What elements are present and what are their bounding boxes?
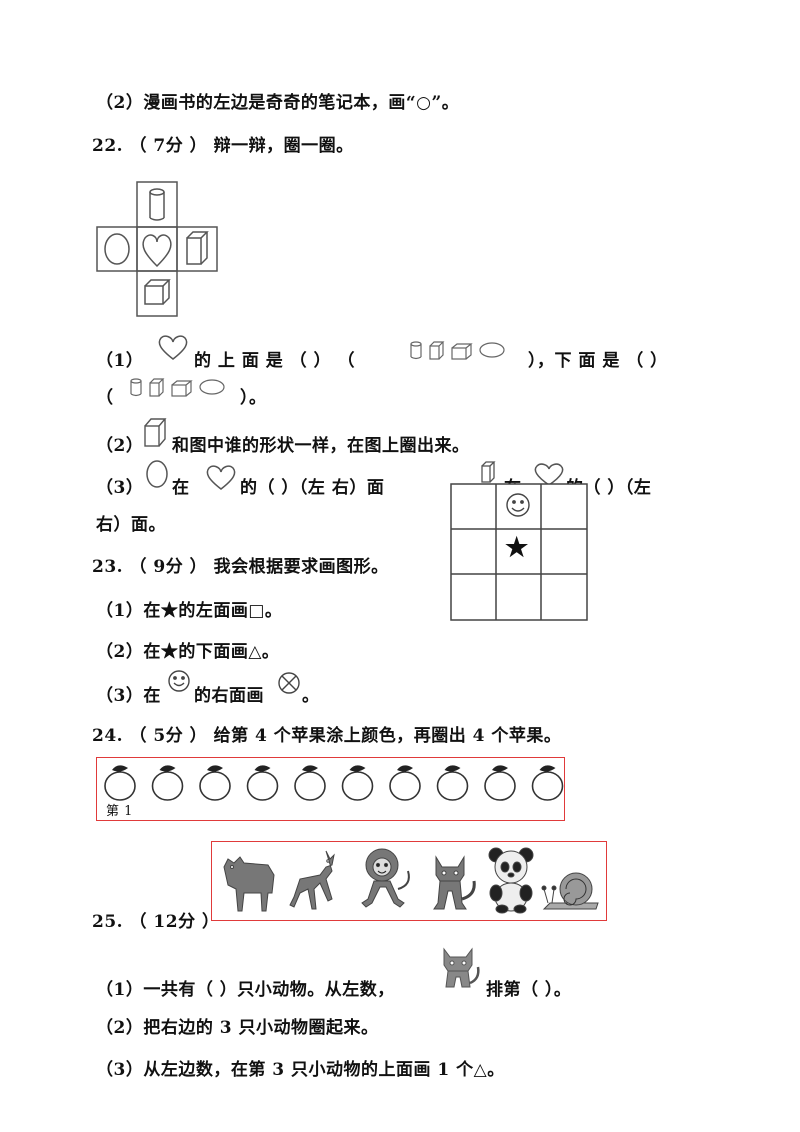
apple-first-label: 第 1	[106, 804, 133, 819]
deer-icon	[289, 850, 335, 910]
snail-icon	[541, 872, 599, 910]
apple-icon	[104, 765, 136, 801]
animal-row-box	[211, 841, 607, 921]
q22-l3-text: 的（ ）（左 右）面	[240, 478, 385, 498]
smiley-icon	[168, 670, 190, 692]
circle-icon	[146, 460, 168, 488]
q23-title: 23. （ 9分 ） 我会根据要求画图形。	[92, 557, 389, 577]
q22-l1-text-2: ），下 面 是 （ ）	[528, 351, 668, 371]
ox-icon	[223, 856, 275, 912]
q22-l1-prefix: （1）	[96, 351, 144, 371]
q23-l3-prefix: （3）在	[96, 686, 161, 706]
apple-icon	[294, 765, 326, 801]
q22-l1-close: ）。	[240, 388, 267, 408]
monkey-icon	[361, 848, 410, 908]
shape-options-icon	[410, 341, 505, 360]
q23-l3-text: 的右面画	[194, 686, 264, 706]
heart-icon-2	[206, 465, 236, 490]
q22-l3-prefix: （3）	[96, 478, 144, 498]
shape-options-icon-2	[130, 378, 225, 397]
q22-l1-open: （	[96, 388, 114, 408]
apple-icon	[531, 765, 564, 801]
q25-l1-text: （1）一共有（ ）只小动物。从左数，	[96, 980, 395, 1000]
grid-smiley-icon	[506, 493, 530, 517]
panda-icon	[488, 847, 534, 914]
apple-icon	[436, 765, 469, 801]
apple-row	[104, 765, 564, 801]
apple-icon	[246, 765, 279, 801]
apple-icon	[389, 765, 421, 801]
q22-l3-at: 在	[172, 478, 190, 498]
q25-l3: （3）从左边数，在第 3 只小动物的上面画 1 个△。	[96, 1060, 505, 1080]
q22-l2-prefix: （2）	[96, 436, 144, 456]
q24-title: 24. （ 5分 ） 给第 4 个苹果涂上颜色，再圈出 4 个苹果。	[92, 726, 562, 746]
cube-net-figure	[96, 181, 218, 317]
prism-icon-2	[481, 461, 496, 483]
grid-star: ★	[505, 533, 529, 563]
q22-l3-end: 右）面。	[96, 515, 166, 535]
apple-icon	[151, 765, 184, 801]
q23-l2: （2）在★的下面画△。	[96, 642, 280, 662]
q21-item-2: （2）漫画书的左边是奇奇的笔记本，画“○”。	[96, 93, 460, 113]
drawing-grid	[450, 483, 588, 621]
q22-l1-text: 的 上 面 是 （ ） （	[194, 351, 356, 371]
q25-title: 25. （ 12分 ）	[92, 912, 220, 932]
heart-icon-3	[534, 463, 564, 486]
cat-icon-small	[443, 947, 480, 988]
q25-l2: （2）把右边的 3 只小动物圈起来。	[96, 1018, 379, 1038]
heart-icon	[158, 335, 188, 360]
prism-icon	[144, 418, 167, 447]
apple-row-box	[96, 757, 565, 821]
q22-l2-text: 和图中谁的形状一样，在图上圈出来。	[172, 436, 470, 456]
cat-icon	[433, 855, 476, 910]
animal-row	[223, 847, 599, 914]
q25-l1-end: 排第（ ）。	[486, 980, 572, 1000]
apple-icon	[341, 765, 374, 801]
circled-x-icon	[278, 672, 300, 694]
q23-l1: （1）在★的左面画□。	[96, 601, 283, 621]
q23-l3-end: 。	[302, 686, 320, 706]
apple-icon	[484, 765, 516, 801]
q22-title: 22. （ 7分 ） 辩一辩，圈一圈。	[92, 136, 354, 156]
apple-icon	[199, 765, 231, 801]
